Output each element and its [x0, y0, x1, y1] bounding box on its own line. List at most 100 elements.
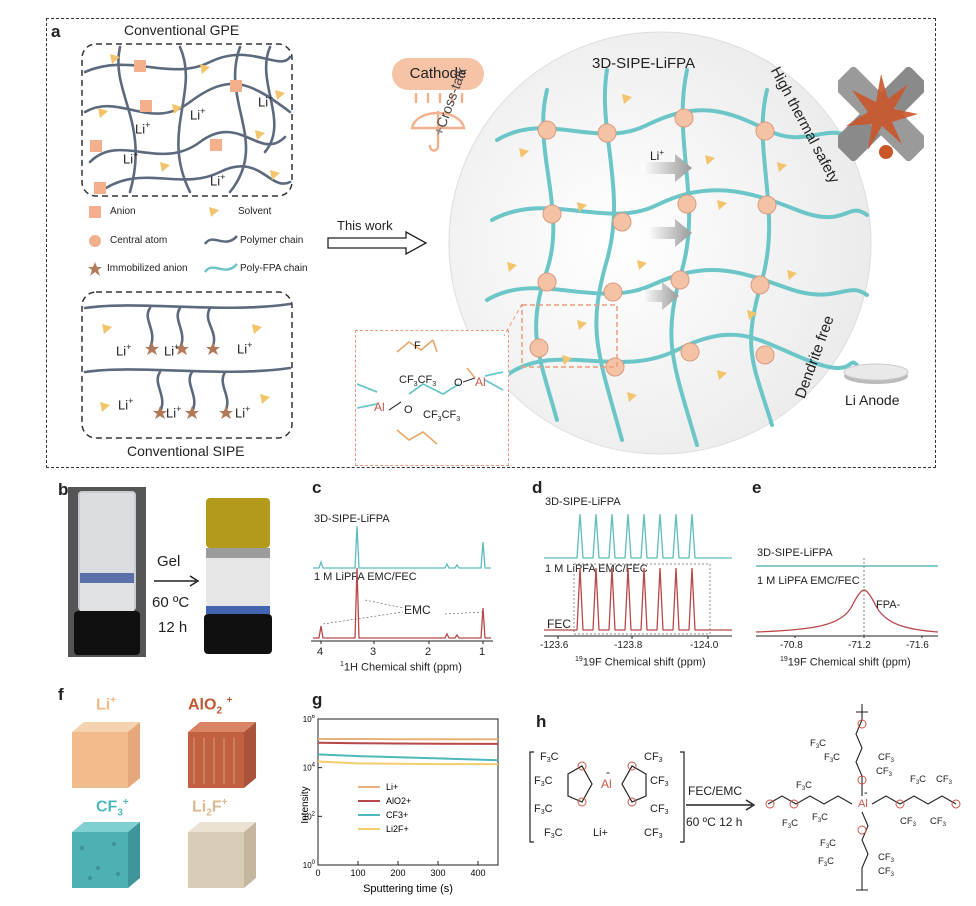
svg-text:F3C: F3C: [534, 775, 553, 788]
cathode-badge: Cathode: [392, 58, 484, 90]
panel-h-label: h: [536, 712, 547, 731]
gel-label: Gel: [157, 553, 181, 570]
legend-solvent-label: Solvent: [238, 206, 272, 217]
gpe-title: Conventional GPE: [124, 22, 240, 38]
panel-c-label: c: [312, 478, 322, 497]
legend-poly-fpa-label: Poly-FPA chain: [240, 263, 308, 274]
f-alo2-cube: [188, 722, 256, 788]
e-bottom-label: 1 M LiPFA EMC/FEC: [757, 575, 860, 587]
svg-text:CF3: CF3: [650, 775, 669, 788]
g-ylabel: Intensity: [300, 786, 311, 823]
legend-central-atom-label: Central atom: [110, 235, 168, 246]
network-title: 3D-SIPE-LiFPA: [592, 55, 696, 72]
e-top-label: 3D-SIPE-LiFPA: [757, 547, 833, 559]
d-tick-1: -123.6: [540, 640, 569, 651]
g-xtick-label: 0: [315, 868, 320, 878]
h-reaction-arrow-icon: [686, 799, 756, 811]
gpe-li-4: Li+: [123, 150, 139, 167]
c-top-label: 3D-SIPE-LiFPA: [314, 513, 390, 525]
svg-text:CF3: CF3: [878, 866, 895, 878]
svg-text:CF3: CF3: [876, 766, 893, 778]
li-anode-disc-icon: [843, 363, 909, 384]
inset-connector: [503, 303, 523, 337]
legend-anion-icon: [89, 206, 101, 218]
h-polymer-structure: Al - F3C F3C CF3 CF3 F3C F3C CF3 F3C F3C…: [765, 704, 961, 891]
d-tick-3: -124.0: [690, 640, 719, 651]
legend-solvent-icon: [209, 207, 219, 217]
network-li-label: Li+: [650, 148, 665, 163]
gel-time-label: 12 h: [158, 619, 188, 636]
c-tick-1: 1: [479, 646, 486, 658]
g-ytick-label: 102: [303, 811, 316, 821]
e-tick-2: -71.2: [848, 640, 871, 651]
e-tick-1: -70.8: [780, 640, 803, 651]
svg-text:CF3: CF3: [930, 816, 947, 828]
d-fec-label: FEC: [547, 617, 571, 631]
svg-text:F3C: F3C: [812, 812, 828, 824]
g-xtick-label: 400: [470, 868, 485, 878]
c-tick-4: 4: [317, 646, 324, 658]
thermal-runaway-icon: [838, 66, 924, 162]
sipe-li-6: Li+: [235, 404, 251, 421]
f-li-title: Li+: [96, 695, 117, 714]
inset-o-1: O: [454, 377, 463, 389]
legend-poly-fpa-icon: [203, 263, 238, 273]
h-lifpa-monomer: Al - F3C F3C F3C F3C CF3 CF3 CF3 CF3: [529, 751, 685, 843]
panel-a-label: a: [51, 22, 61, 41]
c-tick-2: 2: [425, 646, 432, 658]
g-plot-frame: [317, 718, 499, 866]
legend-polymer-chain-icon: [203, 235, 238, 245]
sipe-title: Conventional SIPE: [127, 443, 245, 459]
panel-b-label: b: [58, 480, 69, 499]
svg-text:F3C: F3C: [824, 752, 840, 764]
vial-liquid-photo: [68, 487, 146, 657]
umbrella-icon: [410, 92, 466, 152]
sipe-li-2: Li+: [164, 342, 180, 359]
legend-immobilized-anion-icon: [88, 262, 102, 276]
svg-text:F3C: F3C: [782, 818, 798, 830]
e-tick-3: -71.6: [906, 640, 929, 651]
panel-f-label: f: [58, 685, 64, 704]
g-legend-label: AlO2+: [386, 796, 411, 806]
g-series-line: [317, 741, 499, 745]
f-li2f-title: Li2F+: [192, 797, 228, 819]
gel-temp-label: 60 ºC: [152, 594, 190, 611]
inset-al-right: Al: [475, 375, 486, 389]
g-legend-label: Li2F+: [386, 824, 409, 834]
panel-g-label: g: [312, 690, 323, 709]
svg-text:F3C: F3C: [540, 751, 559, 764]
g-ytick-label: 100: [303, 860, 316, 870]
g-legend-label: CF3+: [386, 810, 408, 820]
svg-text:CF3: CF3: [650, 803, 669, 816]
this-work-label: This work: [337, 218, 393, 233]
gpe-li-3: Li+: [190, 106, 206, 123]
vial-gel-photo: [202, 494, 274, 656]
sipe-li-1: Li+: [116, 342, 132, 359]
sipe-schematic: [81, 291, 293, 439]
g-series-line: [317, 753, 499, 762]
svg-text:CF3: CF3: [936, 774, 953, 786]
svg-text:CF3: CF3: [644, 827, 663, 840]
h-li-counterion: Li+: [593, 827, 608, 839]
c-spectra: [311, 525, 493, 644]
d-tick-2: -123.8: [614, 640, 643, 651]
g-xlabel: Sputtering time (s): [363, 883, 453, 895]
inset-structure-box: [355, 330, 509, 466]
svg-text:CF3: CF3: [900, 816, 917, 828]
svg-text:F3C: F3C: [534, 803, 553, 816]
inset-o-2: O: [404, 404, 413, 416]
svg-text:Al: Al: [601, 777, 612, 791]
network-circle: [448, 31, 872, 455]
gpe-li-1: Li+: [258, 93, 274, 110]
svg-text:F3C: F3C: [910, 774, 926, 786]
gpe-li-2: Li+: [135, 120, 151, 137]
svg-text:CF3: CF3: [644, 751, 663, 764]
svg-text:Al: Al: [858, 798, 868, 810]
d-top-label: 3D-SIPE-LiFPA: [545, 496, 621, 508]
g-xtick-label: 300: [430, 868, 445, 878]
g-xtick-label: 100: [350, 868, 365, 878]
panel-e-label: e: [752, 478, 762, 497]
svg-text:F3C: F3C: [796, 780, 812, 792]
legend-polymer-chain-label: Polymer chain: [240, 235, 304, 246]
f-cf3-cube: [72, 822, 140, 888]
